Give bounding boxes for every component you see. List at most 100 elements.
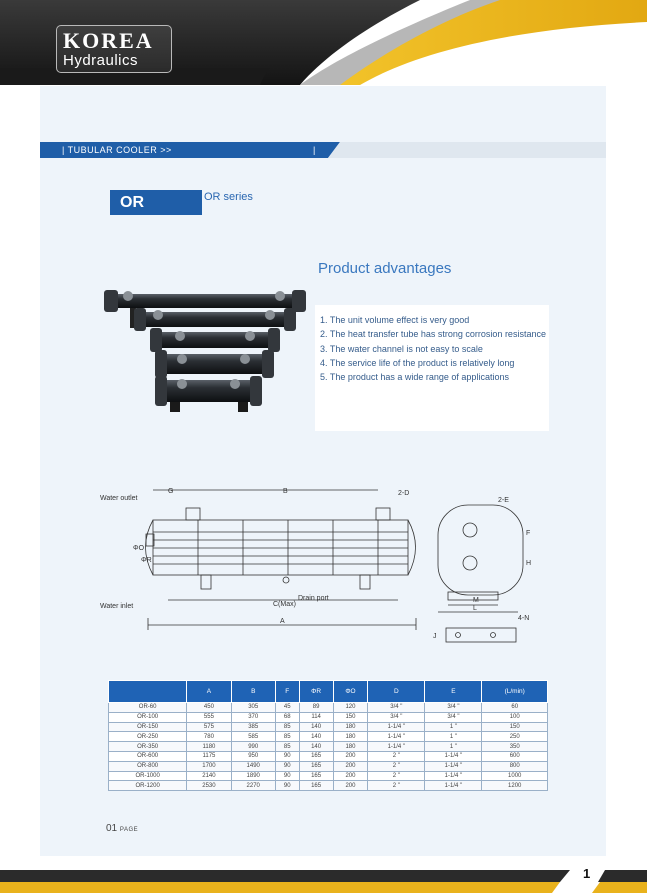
table-cell: 200 (332, 780, 369, 792)
label-water-inlet: Water inlet (100, 603, 133, 610)
table-cell: 1 " (424, 731, 483, 743)
advantage-item: 5. The product has a wide range of appli… (320, 372, 509, 383)
page-number: 01 PAGE (106, 823, 138, 836)
advantage-item: 4. The service life of the product is re… (320, 357, 515, 368)
table-cell: 1490 (230, 760, 276, 772)
advantage-item: 1. The unit volume effect is very good (320, 315, 470, 325)
table-cell: 350 (481, 741, 548, 752)
table-cell: 120 (332, 702, 369, 713)
tubular-cooler-photo (104, 290, 306, 412)
table-cell: 1-1/4 " (424, 770, 483, 782)
table-cell: 950 (230, 750, 276, 762)
table-cell: 90 (274, 780, 300, 792)
table-cell: 200 (332, 770, 369, 782)
footer-banner (0, 862, 647, 893)
table-cell: 990 (230, 741, 276, 752)
table-cell: 1-1/4 " (424, 750, 483, 762)
table-cell: 1-1/4 " (367, 731, 426, 743)
table-cell: 45 (274, 702, 300, 713)
label-drain-port: Drain port (298, 595, 329, 602)
table-cell: 165 (298, 760, 334, 772)
table-cell: 1175 (186, 750, 232, 762)
table-cell: 2140 (186, 770, 232, 782)
label-g: G (168, 488, 173, 495)
table-header-cell: ΦR (298, 680, 334, 703)
table-cell: 1-1/4 " (424, 780, 483, 792)
label-f: F (526, 530, 530, 537)
header-background (0, 0, 647, 85)
table-cell: 180 (332, 741, 369, 752)
table-cell: 90 (274, 750, 300, 762)
section-divider: | (313, 145, 316, 155)
label-water-outlet: Water outlet (100, 495, 138, 502)
model-cell: OR-150 (107, 721, 188, 733)
table-cell: 180 (332, 721, 369, 733)
model-cell: OR-250 (107, 731, 188, 743)
table-cell: 2 " (367, 760, 426, 772)
table-cell: 2 " (367, 750, 426, 762)
table-cell: 1-1/4 " (367, 741, 426, 752)
table-cell: 1-1/4 " (424, 760, 483, 772)
table-cell: 165 (298, 750, 334, 762)
table-cell: 2 " (367, 770, 426, 782)
table-cell: 165 (298, 780, 334, 792)
table-cell: 90 (274, 770, 300, 782)
label-l: L (473, 605, 477, 612)
table-cell: 250 (481, 731, 548, 743)
table-cell: 140 (298, 721, 334, 733)
table-cell: 370 (230, 711, 276, 723)
section-title-bar (40, 142, 606, 158)
page-number-value: 01 (106, 823, 118, 834)
technical-drawing: Water outlet Water inlet Drain port C(Ma… (100, 488, 531, 643)
label-h: H (526, 560, 531, 567)
footer-page-number: 1 (583, 866, 591, 881)
table-header-row: A B F ΦR ΦO D E (L/min) (107, 680, 548, 703)
table-cell: 68 (274, 711, 300, 723)
table-cell: 1 " (424, 721, 483, 733)
model-cell: OR-1000 (107, 770, 188, 782)
table-header-cell: (L/min) (481, 680, 548, 703)
table-cell: 1 " (424, 741, 483, 752)
header-banner: KOREA Hydraulics (0, 0, 647, 85)
table-cell: 200 (332, 750, 369, 762)
table-cell: 555 (186, 711, 232, 723)
logo-sub-text: Hydraulics (63, 52, 139, 69)
advantage-item: 2. The heat transfer tube has strong cor… (320, 329, 546, 340)
table-cell: 90 (274, 760, 300, 772)
table-header-cell: D (367, 680, 426, 703)
table-cell: 1200 (481, 780, 548, 792)
table-cell: 85 (274, 721, 300, 733)
label-2d: 2-D (398, 490, 409, 497)
table-cell: 450 (186, 702, 232, 713)
table-cell: 800 (481, 760, 548, 772)
table-cell: 2270 (230, 780, 276, 792)
table-cell: 1-1/4 " (367, 721, 426, 733)
table-cell: 150 (332, 711, 369, 723)
series-badge (110, 190, 202, 215)
page-number-label: PAGE (119, 827, 139, 833)
table-cell: 165 (298, 770, 334, 782)
advantages-title: Product advantages (318, 260, 452, 277)
table-cell: 3/4 " (424, 702, 483, 713)
table-cell: 385 (230, 721, 276, 733)
label-j: J (433, 633, 437, 640)
table-cell: 200 (332, 760, 369, 772)
company-logo: KOREA Hydraulics (56, 25, 172, 73)
model-cell: OR-1200 (107, 780, 188, 792)
table-cell: 2530 (186, 780, 232, 792)
model-cell: OR-800 (107, 760, 188, 772)
table-cell: 585 (230, 731, 276, 743)
label-4n: 4-N (518, 615, 529, 622)
model-cell: OR-350 (107, 741, 188, 752)
table-cell: 1890 (230, 770, 276, 782)
table-cell: 1000 (481, 770, 548, 782)
table-cell: 1180 (186, 741, 232, 752)
model-cell: OR-100 (107, 711, 188, 723)
